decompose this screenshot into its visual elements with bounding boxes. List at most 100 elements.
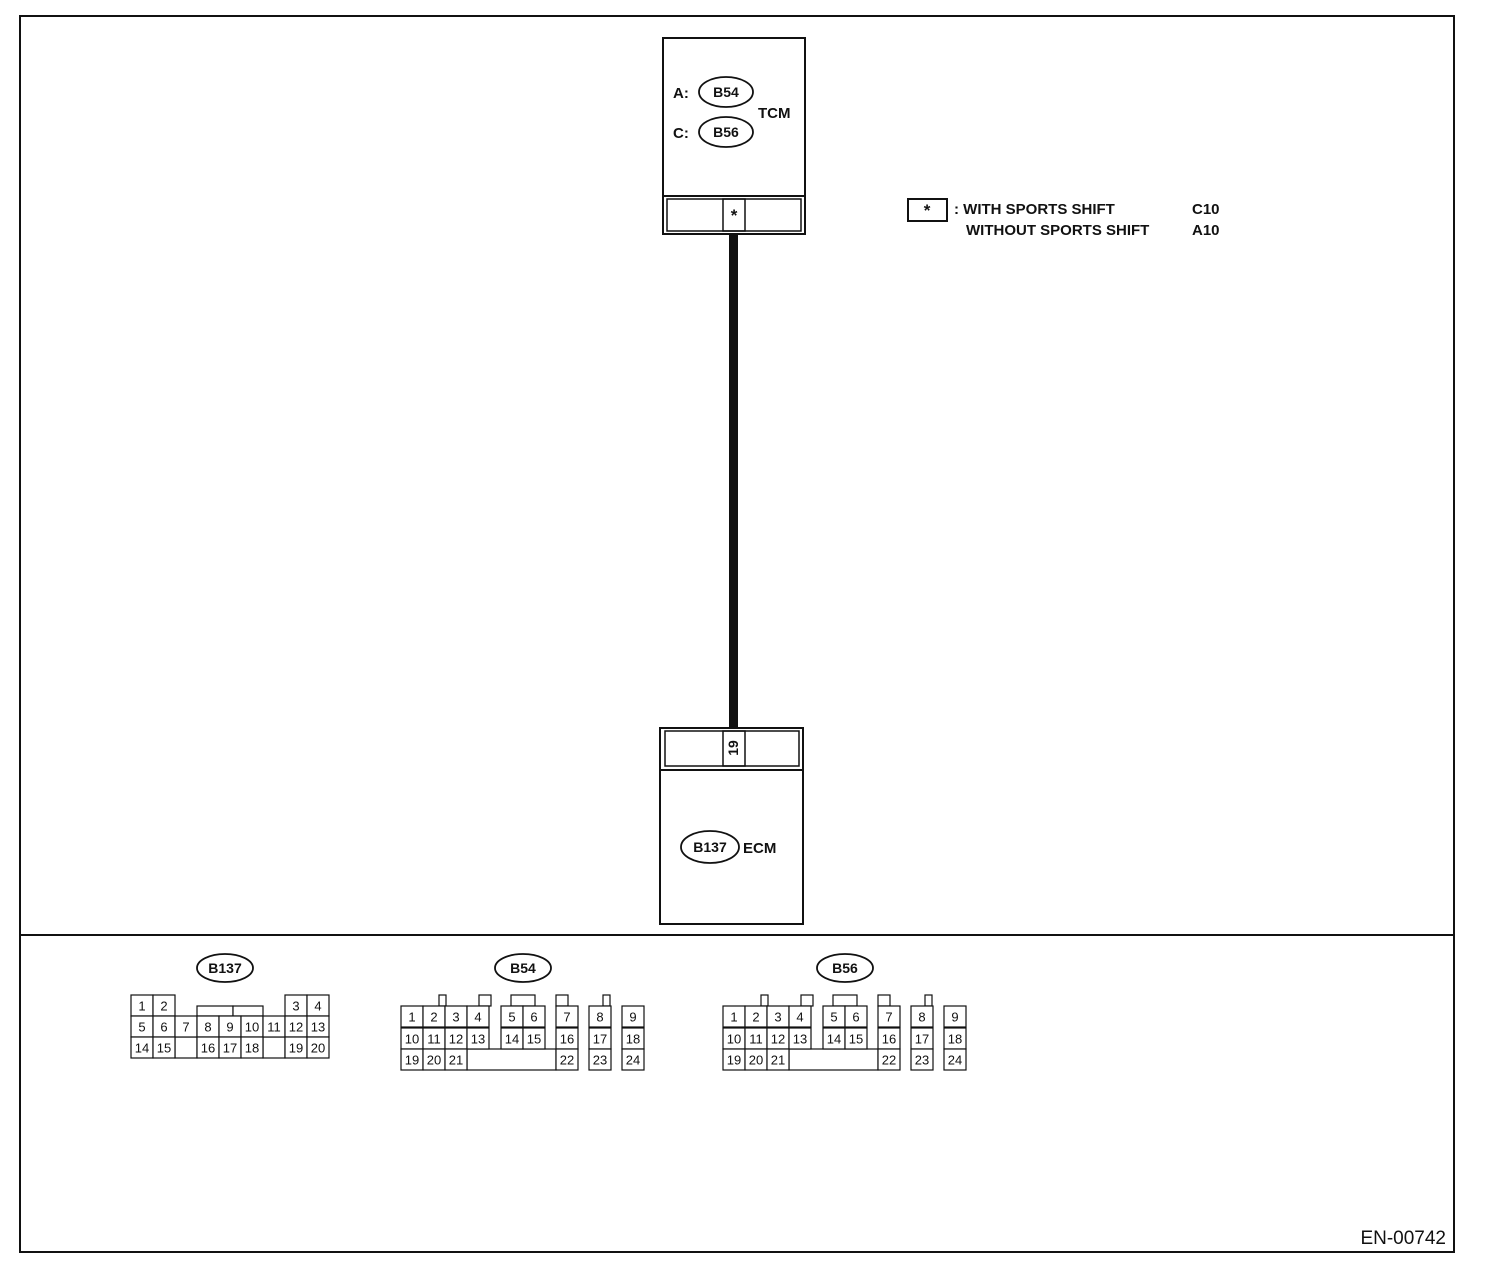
- b137-pin-cell: [240, 1036, 264, 1059]
- b137-pin-number: 5: [138, 1020, 145, 1035]
- b56-key-tab: [800, 994, 814, 1007]
- ecm-terminal-cell: [722, 730, 746, 767]
- b56-ellipse: [816, 953, 874, 983]
- signal-wire[interactable]: [729, 234, 738, 730]
- b56-key-tab: [832, 994, 858, 1007]
- b56-pin-number: 16: [882, 1032, 896, 1047]
- b137-pin-number: 8: [204, 1020, 211, 1035]
- b56-key-tab: [788, 1048, 879, 1071]
- b56-pin-number: 21: [771, 1053, 785, 1068]
- tcm-connector: [662, 195, 806, 235]
- b56-key-tab: [760, 994, 769, 1007]
- ecm-terminal-label: 19: [725, 740, 741, 756]
- b54-pin-number: 11: [427, 1032, 441, 1047]
- b54-key-tab: [438, 994, 447, 1007]
- ecm-conn-ellipse: [680, 830, 740, 864]
- b54-pin-number: 2: [430, 1010, 437, 1025]
- b137-header: B137: [196, 953, 254, 983]
- b56-pin-cell: [788, 1005, 812, 1028]
- ecm-module[interactable]: 19 B137 ECM: [659, 727, 804, 925]
- b137-ellipse: [196, 953, 254, 983]
- b54-header: B54: [494, 953, 552, 983]
- b54-pin-number: 8: [596, 1010, 603, 1025]
- b137-pin-number: 20: [311, 1041, 325, 1056]
- b137-key-tab: [262, 1036, 286, 1059]
- b56-pin-number: 5: [830, 1010, 837, 1025]
- b56-pin-number: 12: [771, 1032, 785, 1047]
- b54-pin-number: 22: [560, 1053, 574, 1068]
- b54-ellipse: [494, 953, 552, 983]
- b54-pin-number: 4: [474, 1010, 481, 1025]
- b56-pin-number: 19: [727, 1053, 741, 1068]
- b56-pin-number: 3: [774, 1010, 781, 1025]
- b54-pin-number: 6: [530, 1010, 537, 1025]
- b54-key-tab: [555, 994, 569, 1007]
- b137-pin-number: 13: [311, 1020, 325, 1035]
- ecm-conn-id: B137: [693, 839, 727, 855]
- b56-pin-number: 2: [752, 1010, 759, 1025]
- b56-key-tab: [877, 994, 891, 1007]
- b54-pin-cell: [621, 1005, 645, 1028]
- b56-pin-cell: [877, 1048, 901, 1071]
- b56-pin-cell: [844, 1005, 868, 1028]
- b137-pin-cell: [152, 1036, 176, 1059]
- b56-pin-number: 10: [727, 1032, 741, 1047]
- b54-pin-cell: [522, 1005, 546, 1028]
- b137-pin-number: 7: [182, 1020, 189, 1035]
- b56-pin-cell: [766, 1048, 790, 1071]
- b56-pin-number: 20: [749, 1053, 763, 1068]
- b56-pin-number: 17: [915, 1032, 929, 1047]
- b137-pin-number: 11: [267, 1020, 281, 1035]
- b54-pin-number: 23: [593, 1053, 607, 1068]
- b54-pin-number: 15: [527, 1032, 541, 1047]
- b54-pin-cell: [466, 1027, 490, 1050]
- b137-key-tab: [232, 1005, 264, 1017]
- b54-pin-cell: [444, 1048, 468, 1071]
- legend-symbol: *: [924, 201, 931, 220]
- b54-pin-number: 13: [471, 1032, 485, 1047]
- ecm-connector: [659, 727, 804, 771]
- b137-pin-number: 19: [289, 1041, 303, 1056]
- b137-pin-number: 3: [292, 999, 299, 1014]
- b56-pin-number: 22: [882, 1053, 896, 1068]
- b54-pin-number: 9: [629, 1010, 636, 1025]
- b56-pin-number: 13: [793, 1032, 807, 1047]
- b56-pin-cell: [910, 1005, 934, 1028]
- b54-pin-number: 18: [626, 1032, 640, 1047]
- legend-symbol-box: [907, 198, 948, 222]
- b54-pin-number: 24: [626, 1053, 640, 1068]
- b54-pin-cell: [588, 1005, 612, 1028]
- figure-id: EN-00742: [1360, 1228, 1446, 1249]
- b54-pin-number: 7: [563, 1010, 570, 1025]
- b54-pin-cell: [588, 1048, 612, 1071]
- tcm-label: TCM: [758, 105, 791, 122]
- b137-pin-number: 6: [160, 1020, 167, 1035]
- legend: * : WITH SPORTS SHIFT C10 WITHOUT SPORTS…: [907, 198, 1220, 239]
- tcm-terminal-cell: [722, 198, 746, 232]
- b137-pin-number: 16: [201, 1041, 215, 1056]
- tcm-conn-c-id: B56: [713, 124, 739, 140]
- tcm-terminal-label: *: [731, 206, 738, 225]
- b56-pin-number: 1: [730, 1010, 737, 1025]
- tcm-module[interactable]: * A: B54 C: B56 TCM: [662, 37, 806, 235]
- b54-pin-number: 10: [405, 1032, 419, 1047]
- b54-key-tab: [510, 994, 536, 1007]
- b137-pin-number: 17: [223, 1041, 237, 1056]
- b54-pin-number: 3: [452, 1010, 459, 1025]
- b137-pin-number: 9: [226, 1020, 233, 1035]
- b54-pin-cell: [466, 1005, 490, 1028]
- b56-pin-cell: [910, 1048, 934, 1071]
- b54-pin-cell: [555, 1005, 579, 1028]
- b56-pin-number: 9: [951, 1010, 958, 1025]
- b137-pin-number: 14: [135, 1041, 149, 1056]
- b137-key-tab: [196, 1005, 234, 1017]
- b54-pin-number: 1: [408, 1010, 415, 1025]
- b137-pin-number: 12: [289, 1020, 303, 1035]
- legend-line1-text: : WITH SPORTS SHIFT: [954, 201, 1115, 218]
- b54-pin-cell: [621, 1048, 645, 1071]
- b54-pin-number: 17: [593, 1032, 607, 1047]
- b137-pin-number: 15: [157, 1041, 171, 1056]
- b137-pin-number: 4: [314, 999, 321, 1014]
